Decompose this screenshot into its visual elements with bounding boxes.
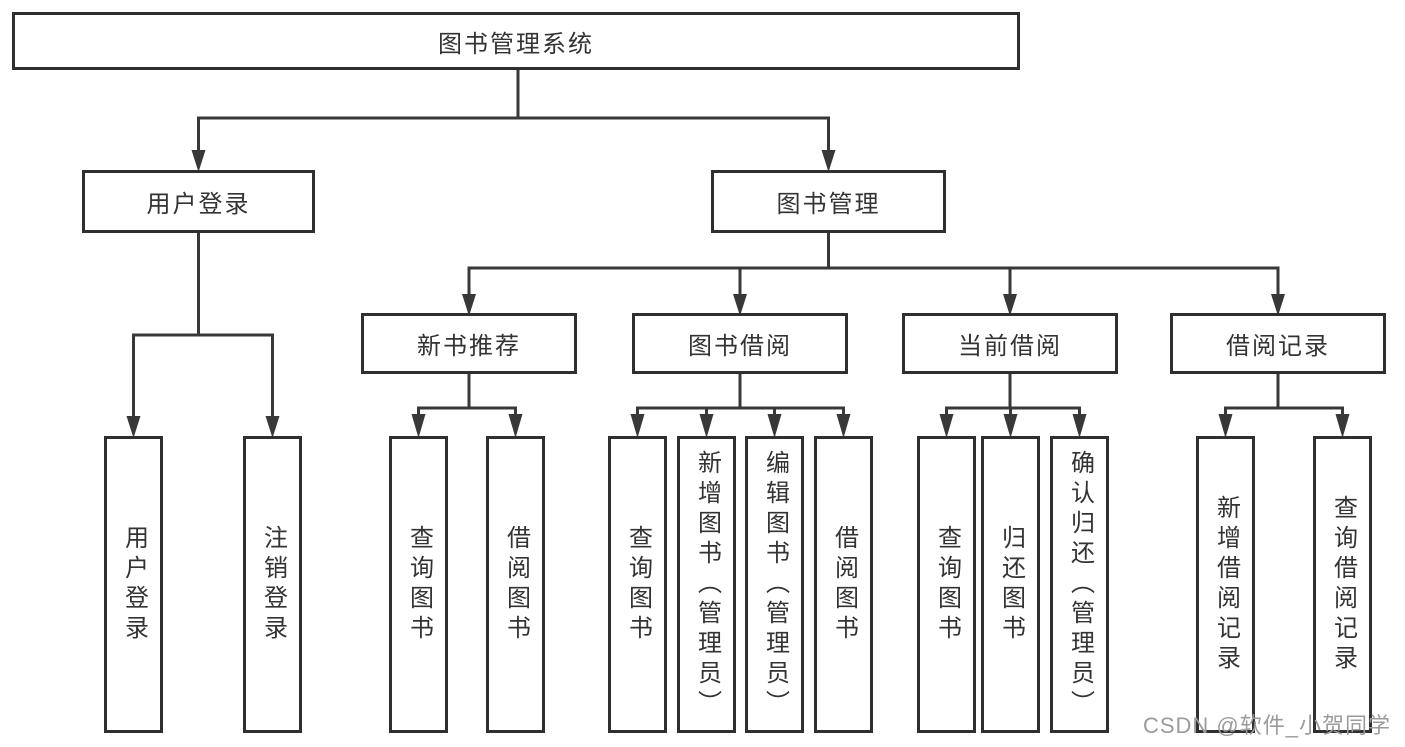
branch-current-borrow [939,373,1087,438]
node-label: 借阅图书 [502,524,530,645]
node-label: 确认归还（管理员） [1066,449,1094,720]
node-label: 借阅记录 [1226,333,1330,360]
branch-user-login [126,232,280,438]
node-label: 查询图书 [624,524,652,645]
node-current-borrow: 当前借阅 [902,313,1118,374]
node-label: 当前借阅 [958,333,1062,360]
branch-root [191,69,836,172]
node-label: 注销登录 [259,524,287,645]
csdn-watermark: CSDN @软件_小贺同学 [1142,713,1391,738]
node-book-management: 图书管理 [711,170,946,233]
leaf-borrow-books: 借阅图书 [814,436,873,733]
node-new-book-recommend: 新书推荐 [361,313,577,374]
leaf-query-books-recommend: 查询图书 [389,436,448,733]
leaf-add-borrow-record: 新增借阅记录 [1196,436,1255,733]
node-user-login: 用户登录 [82,170,315,233]
node-label: 用户登录 [120,524,148,645]
node-label: 图书借阅 [688,333,792,360]
leaf-query-books-borrow: 查询图书 [608,436,667,733]
node-label: 查询图书 [405,524,433,645]
leaf-user-login: 用户登录 [104,436,163,733]
node-label: 查询图书 [933,524,961,645]
branch-book-borrow [630,373,851,438]
node-label: 归还图书 [997,524,1025,645]
node-book-borrow: 图书借阅 [632,313,848,374]
leaf-logout: 注销登录 [243,436,302,733]
branch-borrow-records [1218,373,1350,438]
node-label: 用户登录 [146,191,251,218]
leaf-add-book-admin: 新增图书（管理员） [677,436,736,733]
leaf-confirm-return-admin: 确认归还（管理员） [1050,436,1109,733]
branch-book-management [462,232,1285,316]
node-label: 图书管理系统 [438,30,594,58]
leaf-borrow-books-recommend: 借阅图书 [486,436,545,733]
node-label: 编辑图书（管理员） [761,449,789,720]
node-label: 图书管理 [776,191,881,218]
leaf-edit-book-admin: 编辑图书（管理员） [745,436,804,733]
node-label: 新增借阅记录 [1212,494,1240,675]
node-label: 查询借阅记录 [1329,494,1357,675]
branch-new-book-recommend [411,373,523,438]
leaf-query-borrow-record: 查询借阅记录 [1313,436,1372,733]
node-label: 借阅图书 [830,524,858,645]
leaf-return-books: 归还图书 [981,436,1040,733]
node-label: 新增图书（管理员） [693,449,721,720]
leaf-query-books-current: 查询图书 [917,436,976,733]
node-system-root: 图书管理系统 [12,12,1020,70]
node-label: 新书推荐 [417,333,521,360]
node-borrow-records: 借阅记录 [1170,313,1386,374]
